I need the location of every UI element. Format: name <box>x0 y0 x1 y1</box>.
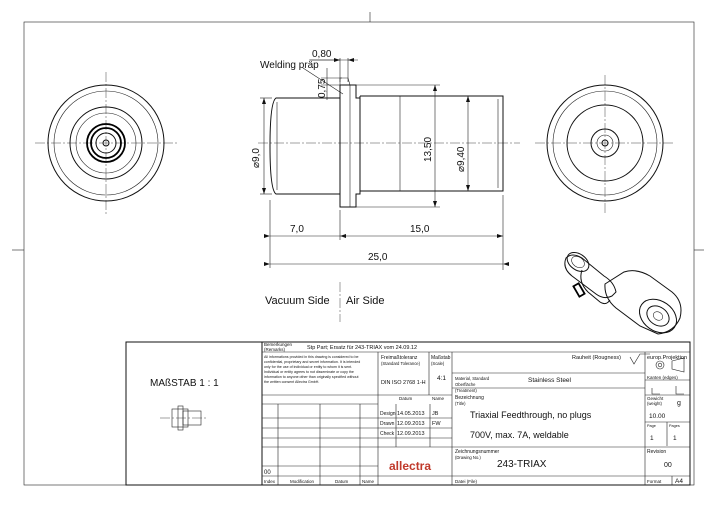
scale-label: MAßSTAB 1 : 1 <box>150 378 219 389</box>
title-block-grid <box>125 341 691 486</box>
remarks-value: Stp Part; Ersatz für 243-TRIAX vom 24.09… <box>307 345 417 351</box>
pages-label: Pages <box>669 424 680 428</box>
row-design-role: Design <box>380 411 396 417</box>
designation-label-en: (Title) <box>455 401 466 406</box>
revision-value: 00 <box>664 462 672 469</box>
remarks-label: Bemerkungen <box>264 342 293 347</box>
projection-symbol <box>655 357 685 373</box>
dim-0-80: 0,80 <box>312 49 332 60</box>
legal-line-4: Individual or entity agrees to not disse… <box>264 370 354 374</box>
drawing-no-label-en: (Drawing No.) <box>455 455 481 460</box>
scale-col-label: Maßstab <box>431 355 451 361</box>
row-drawn-date: 12.09.2013 <box>397 421 425 427</box>
designation-label: Bezeichnung <box>455 395 484 401</box>
row-check-date: 12.09.2013 <box>397 431 425 437</box>
row-drawn-name: FW <box>432 421 441 427</box>
revision-label: Revision <box>647 449 666 455</box>
edges-symbol <box>651 386 684 395</box>
edges-label: Kanten (edges) <box>647 375 678 380</box>
row-design-date: 14.05.2013 <box>397 411 425 417</box>
scale-thumbnail <box>160 405 208 431</box>
surface-label: Oberfläche <box>455 382 476 387</box>
weight-label-en: (weight) <box>647 401 662 406</box>
rev-col-modification: Modification <box>290 479 315 484</box>
drawing-no-label: Zeichnungsnummer <box>455 449 500 455</box>
roughness-symbol <box>629 353 650 365</box>
row-drawn-role: Drawn <box>380 421 395 427</box>
legal-line-3: only for the use of individual or entity… <box>264 365 352 369</box>
row-design-name: JB <box>432 411 439 417</box>
title-line-1: Triaxial Feedthrough, no plugs <box>470 410 592 420</box>
weight-label: Gewicht <box>647 396 664 401</box>
allectra-logo: allectra <box>389 459 431 473</box>
pages-value: 1 <box>673 435 677 442</box>
title-line-2: 700V, max. 7A, weldable <box>470 430 569 440</box>
format-label: Format <box>647 479 662 484</box>
col-datum: Datum <box>399 396 413 401</box>
remarks-label-en: (Remarks) <box>264 347 286 352</box>
tolerance-label-en: (Standard Tolerance) <box>381 361 421 366</box>
dim-7-0: 7,0 <box>290 224 304 235</box>
roughness-label: Rauheit (Rougness) <box>572 355 621 361</box>
air-side-label: Air Side <box>346 295 385 307</box>
treatment-label: (Treatment) <box>455 388 477 393</box>
dim-dia-9-40: ⌀9,40 <box>456 146 467 172</box>
page-label: Page <box>647 424 656 428</box>
material-label: Material, Standard <box>455 376 490 381</box>
weight-unit: g <box>677 400 681 407</box>
material-value: Stainless Steel <box>528 377 572 384</box>
projection-label: europ.Projektion <box>647 355 687 361</box>
welding-prep-label: Welding präp <box>260 60 319 71</box>
row-check-role: Check <box>380 431 395 437</box>
scale-value: 4:1 <box>437 375 446 382</box>
rev-col-name: Name <box>362 479 375 484</box>
dim-13-50: 13,50 <box>423 137 434 162</box>
page-value: 1 <box>650 435 654 442</box>
legal-line-1: All informations provided in this drawin… <box>264 355 359 359</box>
drawing-number: 243-TRIAX <box>497 459 547 470</box>
side-view <box>258 77 520 208</box>
dim-15-0: 15,0 <box>410 224 430 235</box>
weight-value: 10.00 <box>649 413 666 420</box>
col-name: Name <box>432 396 445 401</box>
dim-25-0: 25,0 <box>368 252 388 263</box>
tolerance-value: DIN ISO 2768 1-H <box>381 380 426 386</box>
right-end-view <box>535 75 675 213</box>
rev-index-value: 00 <box>264 470 271 476</box>
isometric-view <box>564 251 682 335</box>
file-label: Datei (File) <box>455 479 478 484</box>
drawing-frame <box>23 21 695 486</box>
dim-0-75: 0,75 <box>317 78 328 98</box>
legal-line-2: confidential, proprietary and secret inf… <box>264 360 360 364</box>
format-value: A4 <box>675 478 683 485</box>
vacuum-side-label: Vacuum Side <box>265 295 330 307</box>
dimension-lines <box>260 58 509 270</box>
legal-line-6: the written consent Allectra GmbH. <box>264 380 319 384</box>
scale-col-label-en: (Scale) <box>431 361 445 366</box>
left-end-view <box>35 72 178 214</box>
dim-dia-9-0: ⌀9,0 <box>251 148 262 168</box>
tolerance-label: Freimaßtoleranz <box>381 355 418 361</box>
rev-col-datum: Datum <box>335 479 349 484</box>
rev-col-index: Index <box>264 479 276 484</box>
legal-line-5: information to anyone other than origina… <box>264 375 359 379</box>
